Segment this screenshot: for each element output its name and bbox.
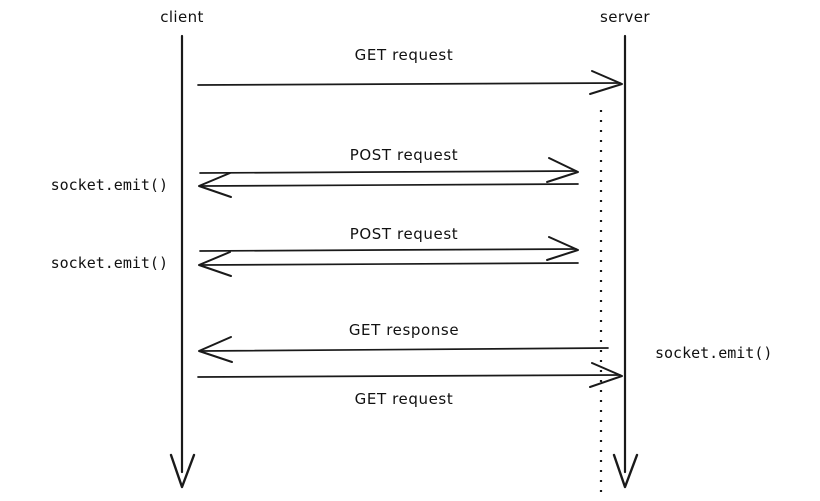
- arrowhead-left-get-response: [198, 336, 233, 363]
- message-label-post-request-1: POST request: [350, 146, 459, 164]
- arrowhead-left-post-reply-1: [198, 172, 232, 198]
- actor-label-server: server: [600, 8, 650, 26]
- arrowhead-right-get-request-2: [589, 362, 623, 388]
- actor-server: server: [600, 8, 650, 489]
- annotation-socket-emit-client-2: socket.emit(): [51, 254, 168, 272]
- message-post-reply-1: [198, 172, 579, 198]
- message-post-request-2: POST request: [199, 225, 579, 261]
- message-line-get-request-2: [197, 374, 621, 378]
- message-post-reply-2: [198, 251, 579, 277]
- message-get-request-2: GET request: [197, 362, 623, 408]
- actor-client: client: [160, 8, 204, 489]
- message-line-get-response: [201, 347, 609, 352]
- message-line-post-request-2: [199, 248, 577, 252]
- message-line-post-reply-1: [201, 183, 579, 187]
- annotation-socket-emit-client-1: socket.emit(): [51, 176, 168, 194]
- message-get-request-1: GET request: [197, 46, 623, 95]
- message-label-get-request-1: GET request: [355, 46, 454, 64]
- lifeline-arrowhead-server: [612, 453, 639, 489]
- arrowhead-left-post-reply-2: [198, 251, 232, 277]
- lifeline-arrowhead-client: [169, 453, 196, 489]
- actor-label-client: client: [160, 8, 204, 26]
- message-label-get-request-2: GET request: [355, 390, 454, 408]
- arrowhead-right-post-request-1: [546, 157, 579, 183]
- message-line-post-reply-2: [201, 262, 579, 266]
- message-post-request-1: POST request: [199, 146, 579, 183]
- message-label-post-request-2: POST request: [350, 225, 459, 243]
- arrowhead-right-get-request-1: [589, 70, 623, 95]
- message-line-get-request-1: [197, 82, 621, 86]
- annotation-socket-emit-server-1: socket.emit(): [655, 344, 772, 362]
- message-label-get-response: GET response: [349, 321, 459, 339]
- message-get-response: GET response: [198, 321, 609, 363]
- message-line-post-request-1: [199, 170, 577, 174]
- arrowhead-right-post-request-2: [546, 236, 579, 261]
